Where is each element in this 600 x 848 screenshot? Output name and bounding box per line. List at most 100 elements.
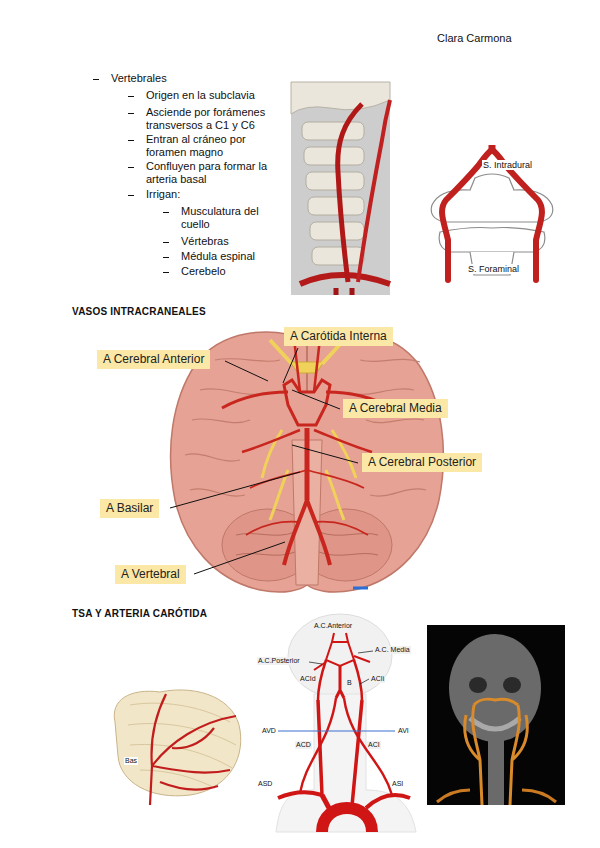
label-box: A Basilar <box>100 499 159 518</box>
label-text: A Cerebral Posterior <box>368 455 476 470</box>
leader-line <box>309 651 373 684</box>
orbit <box>469 677 487 693</box>
list-item: Musculatura del cuello <box>181 205 281 230</box>
brachiocephalic-trunk <box>322 795 329 808</box>
figure-label: B <box>346 679 353 687</box>
label-text: A Carótida Interna <box>290 329 387 344</box>
figure-label: ACI <box>367 741 381 749</box>
vertebral-artery <box>338 104 362 282</box>
list-item: Vértebras <box>181 235 281 248</box>
figure-label: AVD <box>261 727 277 735</box>
carotid-artery <box>358 100 390 282</box>
cervical-spine <box>488 740 504 805</box>
skull-base <box>291 82 390 114</box>
jaw <box>470 718 520 729</box>
right-subclavian <box>278 792 322 798</box>
list-item: Vertebrales <box>111 72 167 85</box>
folia <box>128 703 236 788</box>
figure-label: ACId <box>299 675 317 683</box>
label-text: A Cerebral Anterior <box>103 352 204 367</box>
label-text: A Cerebral Media <box>349 401 442 416</box>
basilar-origin <box>489 145 496 150</box>
label-box: A Cerebral Posterior <box>362 453 482 472</box>
bullet-dash <box>163 242 169 243</box>
figure-label: S. Foraminal <box>467 264 520 274</box>
figure-label: A.C. Media <box>374 646 411 654</box>
section-heading: TSA Y ARTERIA CARÓTIDA <box>72 608 207 620</box>
tsa-illustration <box>276 614 416 832</box>
ct-illustration <box>427 625 565 805</box>
list-item: Entran al cráneo por foramen magno <box>146 133 281 158</box>
list-item: Cerebelo <box>181 265 281 278</box>
figure-label: ACIi <box>370 675 385 683</box>
leader-line <box>170 348 358 574</box>
label-box: A Vertebral <box>115 565 186 584</box>
bullet-dash <box>93 79 99 80</box>
vertebral-artery <box>284 500 330 565</box>
aortic-arch <box>322 808 372 832</box>
list-item: Médula espinal <box>181 250 281 263</box>
cerebellum <box>114 690 241 796</box>
figure-label: ACD <box>295 741 312 749</box>
figure-label: ASI <box>391 780 404 788</box>
figure-label: ASD <box>257 780 273 788</box>
skull-outline <box>288 614 392 698</box>
basilar-artery <box>305 428 310 500</box>
figure-label: A.C.Posterior <box>257 657 301 665</box>
bullet-dash <box>128 167 134 168</box>
image-ground <box>427 625 565 805</box>
neck-illustration <box>291 82 390 295</box>
bullet-dash <box>128 113 134 114</box>
label-box: A Cerebral Anterior <box>97 350 210 369</box>
cerebellar-arteries <box>246 470 368 535</box>
subclavian <box>437 790 556 802</box>
level-line <box>278 731 395 732</box>
label-box: A Cerebral Media <box>343 399 448 418</box>
vertebral-arteries <box>300 698 392 795</box>
bullet-dash <box>128 195 134 196</box>
author-name: Clara Carmona <box>437 32 512 45</box>
anterior-cerebral-artery <box>294 338 320 392</box>
left-common-carotid <box>352 700 362 806</box>
axis-vertebra <box>439 228 545 253</box>
bullet-dash <box>128 140 134 141</box>
vertebra <box>312 247 364 265</box>
cerebellar-arteries <box>150 694 236 805</box>
optic-chiasm <box>290 362 324 373</box>
vertebra <box>306 172 364 190</box>
artery-stump <box>336 288 352 295</box>
label-box: A Carótida Interna <box>284 327 393 346</box>
figure-label: S. Intradural <box>482 160 533 170</box>
basilar-artery <box>336 666 344 698</box>
neck-outline <box>276 694 416 832</box>
list-item: Asciende por forámenes transversos a C1 … <box>146 106 281 131</box>
list-item: Irrigan: <box>146 188 281 201</box>
vertebra <box>310 222 364 240</box>
image-ground <box>291 82 390 295</box>
cerebellum-illustration <box>114 690 241 805</box>
orbit <box>503 677 521 693</box>
vertebra <box>308 197 364 215</box>
bullet-dash <box>128 96 134 97</box>
figure-label: AVI <box>397 727 410 735</box>
label-text: A Vertebral <box>121 567 180 582</box>
blue-mark <box>353 587 368 590</box>
circle-of-willis <box>326 642 354 666</box>
section-heading: VASOS INTRACRANEALES <box>72 306 206 318</box>
list-item: Confluyen para formar la arteria basal <box>146 160 281 185</box>
vertebra <box>304 147 364 165</box>
bullet-dash <box>163 272 169 273</box>
list-item: Origen en la subclavia <box>146 89 281 102</box>
left-subclavian <box>366 795 410 808</box>
vertebra-illustration <box>431 145 553 280</box>
figure-label: A.C.Anterior <box>313 622 353 630</box>
label-text: A Basilar <box>106 501 153 516</box>
bullet-dash <box>163 257 169 258</box>
bullet-dash <box>163 212 169 213</box>
cerebral-branches <box>314 633 370 670</box>
vertebra <box>302 122 364 140</box>
arteries <box>465 699 527 805</box>
figure-label: Bas <box>124 757 138 765</box>
